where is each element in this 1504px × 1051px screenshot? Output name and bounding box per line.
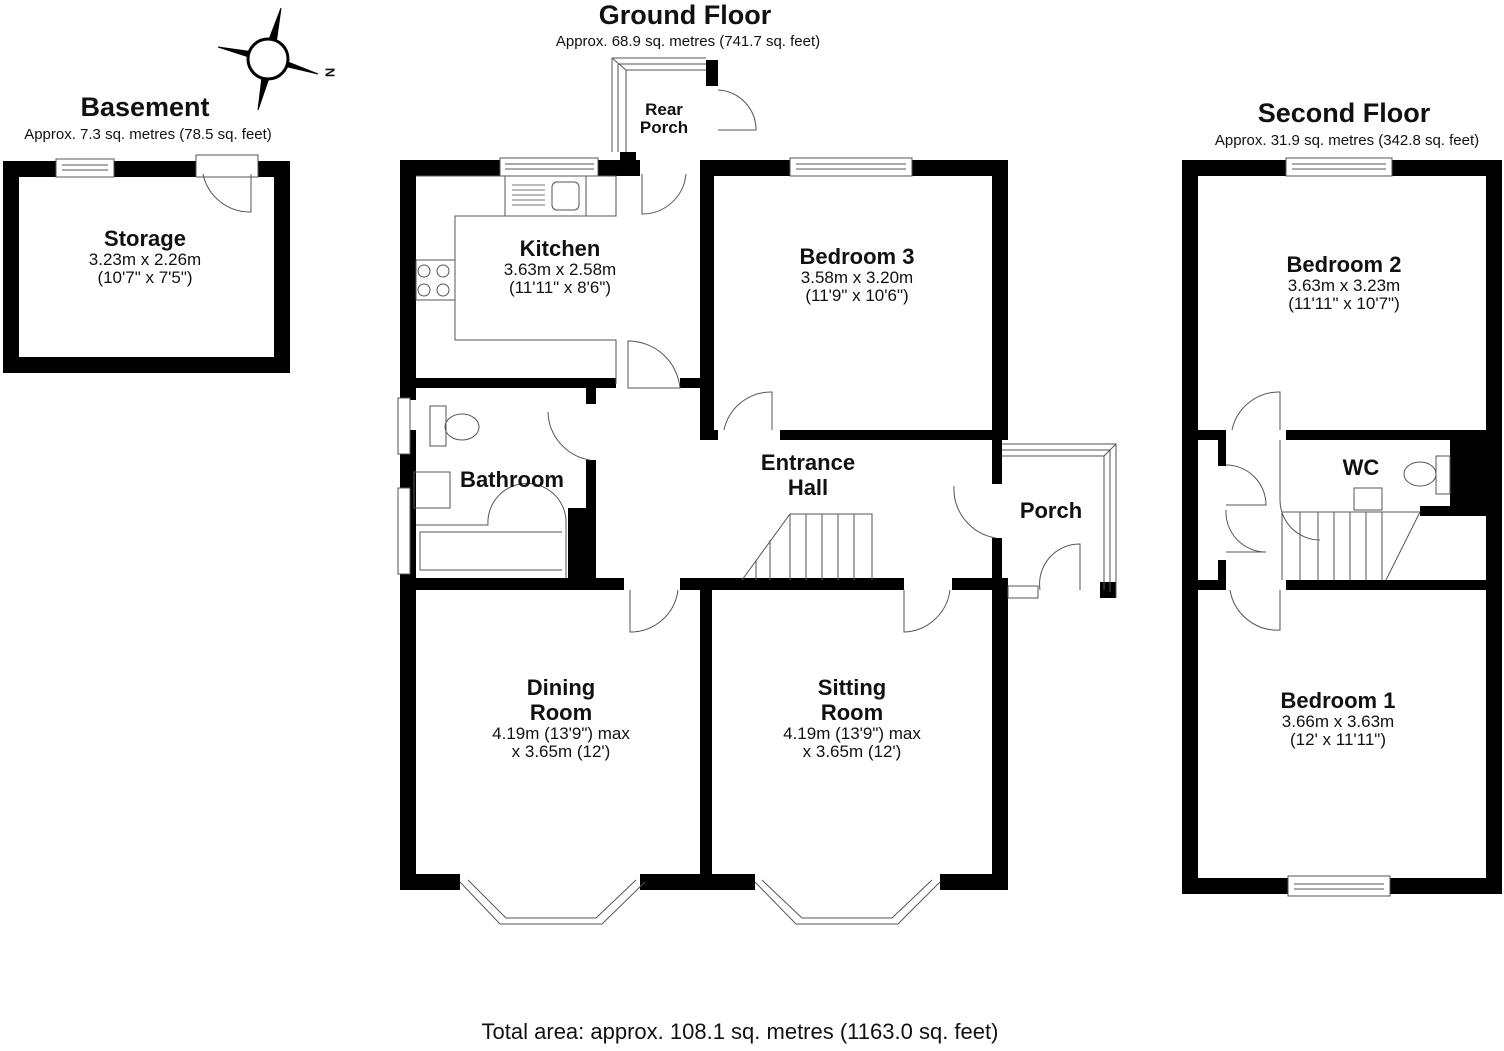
second-floor-plan (1182, 160, 1502, 894)
room-dimensions: 3.66m x 3.63m (1281, 712, 1395, 731)
room-dimensions: 3.63m x 3.23m (1287, 276, 1401, 295)
room-name: WC (1342, 455, 1380, 480)
room-kitchen: Kitchen 3.63m x 2.58m (11'11" x 8'6") (504, 236, 616, 297)
room-dimensions-imperial: (11'11" x 10'7") (1288, 294, 1400, 313)
north-label: N (322, 67, 338, 78)
room-dining-room: Dining Room 4.19m (13'9") max x 3.65m (1… (492, 675, 630, 761)
room-name-line2: Porch (639, 118, 689, 137)
room-name: Porch (1019, 498, 1083, 523)
room-dimensions-2: x 3.65m (12') (511, 742, 611, 761)
second-floor-area: Approx. 31.9 sq. metres (342.8 sq. feet) (1214, 132, 1480, 149)
room-name-line1: Rear (645, 100, 683, 119)
ground-floor-title: Ground Floor (598, 0, 772, 30)
sink-icon (551, 181, 580, 211)
basement-plan (3, 154, 290, 373)
room-porch: Porch (1020, 498, 1082, 523)
compass-rose-icon (217, 7, 319, 111)
room-name-line2: Room (529, 700, 593, 725)
room-dimensions-imperial: (11'11" x 8'6") (508, 278, 612, 297)
room-name: Bedroom 3 (799, 244, 915, 269)
room-entrance-hall: Entrance Hall (761, 450, 855, 500)
room-name: Bedroom 2 (1286, 252, 1402, 277)
ground-floor-area: Approx. 68.9 sq. metres (741.7 sq. feet) (555, 33, 821, 50)
room-name: Bedroom 1 (1280, 688, 1396, 713)
second-floor-title: Second Floor (1257, 98, 1431, 128)
room-sitting-room: Sitting Room 4.19m (13'9") max x 3.65m (… (783, 675, 921, 761)
room-bedroom-3: Bedroom 3 3.58m x 3.20m (11'9" x 10'6") (800, 244, 915, 305)
second-floor-fixtures (1225, 157, 1451, 897)
room-bathroom: Bathroom (460, 467, 564, 492)
room-dimensions: 4.19m (13'9") max (783, 724, 921, 743)
room-dimensions: 3.23m x 2.26m (88, 250, 202, 269)
room-name: Bathroom (460, 467, 564, 492)
room-name: Storage (104, 226, 186, 251)
room-dimensions: 3.63m x 2.58m (503, 260, 617, 279)
basement-area: Approx. 7.3 sq. metres (78.5 sq. feet) (24, 126, 272, 143)
basement-title: Basement (80, 92, 210, 122)
door (195, 154, 259, 213)
room-bedroom-2: Bedroom 2 3.63m x 3.23m (11'11" x 10'7") (1287, 252, 1402, 313)
room-name-line2: Hall (787, 475, 829, 500)
room-name-line1: Entrance (760, 450, 856, 475)
ground-floor-plan (400, 60, 1116, 890)
room-dimensions: 3.58m x 3.20m (800, 268, 914, 287)
room-name-line2: Room (820, 700, 884, 725)
hob-icon (415, 259, 456, 301)
window (55, 158, 115, 178)
room-bedroom-1: Bedroom 1 3.66m x 3.63m (12' x 11'11") (1281, 688, 1396, 749)
room-dimensions: 4.19m (13'9") max (492, 724, 630, 743)
ground-floor-fixtures (397, 57, 1117, 925)
room-name: Kitchen (519, 236, 601, 261)
room-wc: WC (1343, 455, 1380, 480)
room-dimensions-2: x 3.65m (12') (802, 742, 902, 761)
room-rear-porch: Rear Porch (640, 101, 688, 137)
room-dimensions-imperial: (12' x 11'11") (1289, 730, 1386, 749)
room-dimensions-imperial: (10'7" x 7'5") (97, 268, 193, 287)
room-name-line1: Sitting (817, 675, 887, 700)
room-name-line1: Dining (526, 675, 596, 700)
total-area: Total area: approx. 108.1 sq. metres (11… (481, 1019, 999, 1044)
room-dimensions-imperial: (11'9" x 10'6") (805, 286, 909, 305)
room-storage: Storage 3.23m x 2.26m (10'7" x 7'5") (89, 226, 201, 287)
